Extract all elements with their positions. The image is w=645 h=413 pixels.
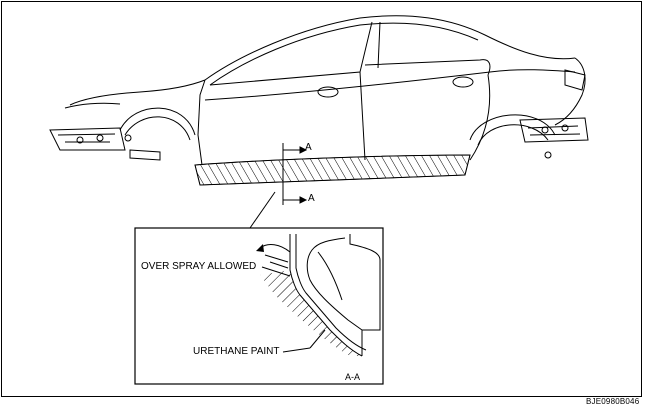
diagram-frame bbox=[1, 1, 642, 397]
over-spray-label: OVER SPRAY ALLOWED bbox=[141, 261, 257, 272]
figure-code: BJE0980B046 bbox=[586, 397, 640, 406]
overspray-arrow bbox=[256, 244, 291, 253]
section-mark-bottom: A bbox=[308, 193, 315, 204]
urethane-area-body bbox=[194, 154, 471, 186]
detail-box bbox=[134, 227, 384, 385]
overspray-leader bbox=[261, 266, 291, 277]
overspray-edge bbox=[264, 254, 289, 263]
section-mark-top: A bbox=[305, 142, 312, 153]
section-view-label: A-A bbox=[345, 372, 361, 382]
urethane-paint-label: URETHANE PAINT bbox=[193, 346, 280, 357]
section-cut-line bbox=[249, 143, 308, 229]
urethane-leader bbox=[282, 347, 311, 353]
urethane-area-section bbox=[260, 270, 362, 356]
